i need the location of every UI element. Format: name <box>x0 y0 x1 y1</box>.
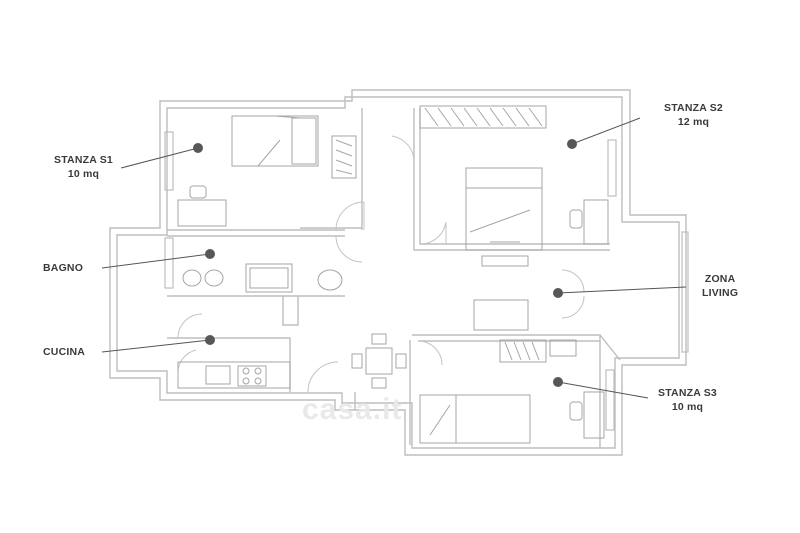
label-zona-living-name: ZONA <box>704 273 736 285</box>
label-zona-living: ZONA LIVING <box>702 272 738 300</box>
label-bagno: BAGNO <box>43 261 83 275</box>
label-cucina-name: CUCINA <box>43 346 86 358</box>
label-stanza-s1-name: STANZA S1 <box>54 154 113 166</box>
label-stanza-s3-name: STANZA S3 <box>658 387 717 399</box>
marker-living <box>553 288 563 298</box>
marker-cucina <box>205 335 215 345</box>
marker-s1 <box>193 143 203 153</box>
marker-bagno <box>205 249 215 259</box>
label-stanza-s2: STANZA S2 12 mq <box>664 101 723 129</box>
label-stanza-s3-area: 10 mq <box>671 401 704 413</box>
room-markers <box>193 139 577 387</box>
label-bagno-name: BAGNO <box>43 262 84 274</box>
windows <box>164 131 689 431</box>
label-cucina: CUCINA <box>43 345 85 359</box>
furniture <box>177 105 609 444</box>
label-stanza-s3: STANZA S3 10 mq <box>658 386 717 414</box>
doors <box>177 135 585 393</box>
label-zona-living-name2: LIVING <box>702 287 739 299</box>
marker-s2 <box>567 139 577 149</box>
watermark: casa.it <box>302 393 403 426</box>
label-stanza-s2-area: 12 mq <box>677 116 710 128</box>
label-stanza-s1-area: 10 mq <box>67 168 100 180</box>
marker-s3 <box>553 377 563 387</box>
label-stanza-s2-name: STANZA S2 <box>664 102 723 114</box>
leader-lines <box>101 117 687 399</box>
label-stanza-s1: STANZA S1 10 mq <box>54 153 113 181</box>
